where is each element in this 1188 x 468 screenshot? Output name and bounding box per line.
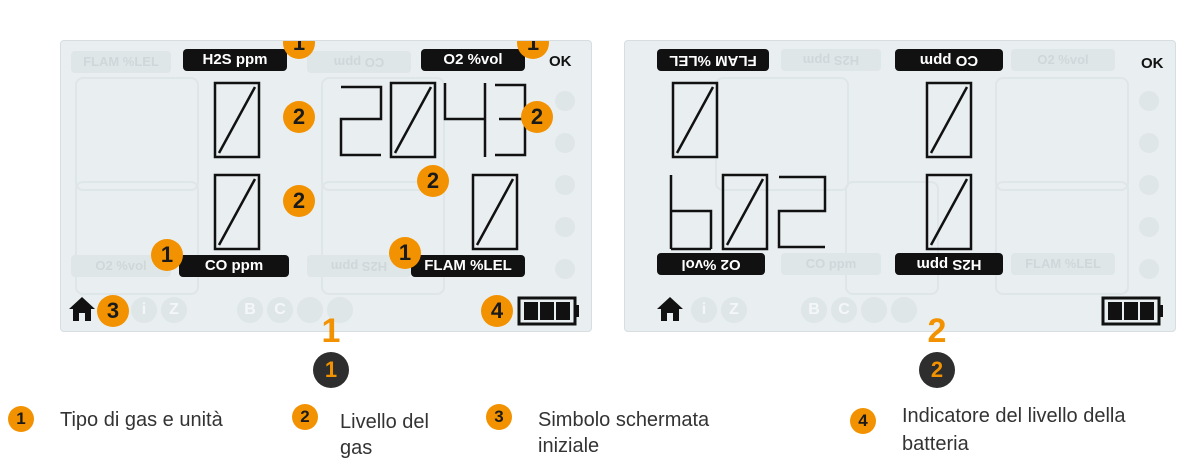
legend-badge-1: 1 [8,406,34,432]
legend-badge-4: 4 [850,408,876,434]
o2-value-digit [337,79,529,161]
bell-icon [555,217,575,237]
flam-lel-label: FLAM %LEL [657,49,769,71]
alarm-triangle-icon [1139,91,1159,111]
alarm-triangle-icon [555,91,575,111]
marker-number: 1 [321,312,341,350]
h2s-value-digit [211,79,263,161]
legend-text-3-line2: iniziale [538,435,600,457]
timer-icon [327,297,353,323]
ghost-co-label: CO ppm [781,253,881,275]
ghost-segment-tile [845,181,939,295]
o2-value-digit [665,171,845,253]
pie-timer-icon [1139,175,1159,195]
ghost-flam-label: FLAM %LEL [1011,253,1115,275]
ghost-segment-tile [321,181,445,295]
lock-icon [1139,259,1159,279]
callout-gas-level-badge: 2 [283,185,315,217]
timer-icon [297,297,323,323]
legend-text-3-line1: Simbolo schermata [538,409,710,431]
legend-text-1: Tipo di gas e unità [60,409,223,431]
right-display-screen: FLAM %LEL H2S ppm CO ppm O2 %vol OK O2 %… [624,40,1176,332]
zero-icon: Z [721,297,747,323]
callout-gas-level-badge: 2 [417,165,449,197]
callout-battery-badge: 4 [481,295,513,327]
lock-icon [555,259,575,279]
legend-text-2-line2: gas [340,437,373,459]
flam-value-digit [469,171,521,253]
battery-icon [517,296,579,326]
cal-icon: C [267,297,293,323]
timer-icon [891,297,917,323]
callout-gas-type-badge: 1 [151,239,183,271]
pie-timer-icon [1139,133,1159,153]
pie-timer-icon [555,133,575,153]
ghost-segment-tile [75,77,199,191]
info-icon: i [691,297,717,323]
ok-status: OK [1141,55,1164,72]
ghost-segment-tile [75,181,199,295]
bell-icon [1139,217,1159,237]
bump-icon: B [237,297,263,323]
marker-number: 2 [927,312,947,350]
callout-gas-type-badge: 1 [283,41,315,59]
callout-gas-type-badge: 1 [389,237,421,269]
ghost-segment-tile [995,77,1129,191]
battery-icon [1101,296,1163,326]
ghost-flam-label: FLAM %LEL [71,51,171,73]
cal-icon: C [831,297,857,323]
legend-badge-3: 3 [486,404,512,430]
ghost-o2-label: O2 %vol [1011,49,1115,71]
left-display-screen: FLAM %LEL CO ppm O2 %vol H2S ppm H2S ppm… [60,40,592,332]
ghost-segment-tile [995,181,1129,295]
callout-gas-level-badge: 2 [521,101,553,133]
bump-icon: B [801,297,827,323]
ghost-co-label: CO ppm [307,51,411,73]
ghost-segment-tile [321,77,445,191]
co-ppm-label: CO ppm [895,49,1003,71]
callout-gas-type-badge: 1 [517,41,549,59]
ghost-o2-label: O2 %vol [71,255,171,277]
marker-dark-badge: 1 [313,352,349,388]
h2s-value-digit [923,171,975,253]
info-icon: i [131,297,157,323]
co-ppm-label: CO ppm [179,255,289,277]
legend-text-4-line1: Indicatore del livello della [902,405,1126,427]
home-icon [657,297,683,321]
flam-lel-label: FLAM %LEL [411,255,525,277]
ok-status: OK [549,53,572,70]
o2-vol-label: O2 %vol [657,253,765,275]
h2s-ppm-label: H2S ppm [183,49,287,71]
pie-timer-icon [555,175,575,195]
co-value-digit [211,171,263,253]
flam-value-digit [669,79,721,161]
o2-vol-label: O2 %vol [421,49,525,71]
legend-badge-2: 2 [292,404,318,430]
legend-text-4-line2: batteria [902,433,969,455]
zero-icon: Z [161,297,187,323]
marker-dark-badge: 2 [919,352,955,388]
home-icon [69,297,95,321]
callout-gas-level-badge: 2 [283,101,315,133]
h2s-ppm-label: H2S ppm [895,253,1003,275]
ghost-h2s-label: H2S ppm [781,49,881,71]
callout-home-badge: 3 [97,295,129,327]
timer-icon [861,297,887,323]
legend-text-2-line1: Livello del [340,411,429,433]
co-value-digit [923,79,975,161]
